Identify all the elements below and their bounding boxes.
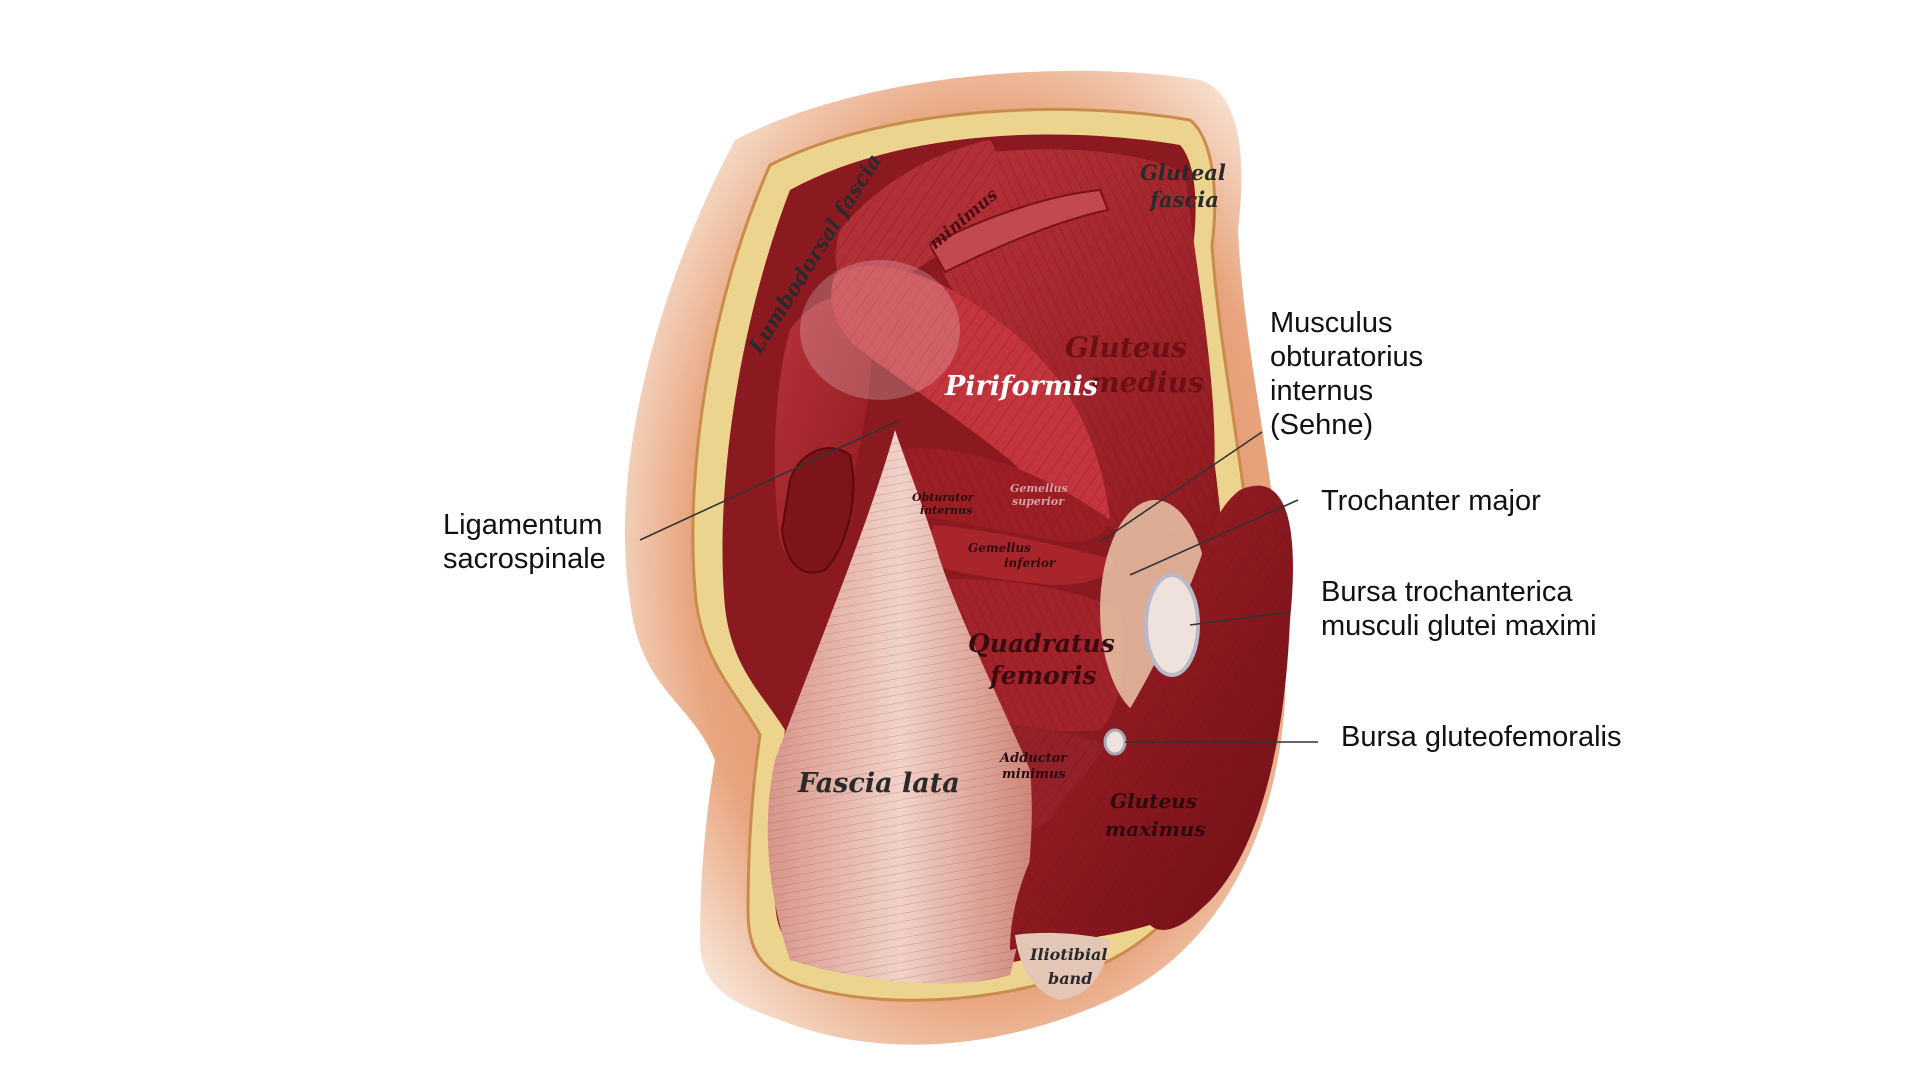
leader-line-obturatorius [1099, 431, 1263, 543]
ligament-stump [780, 447, 855, 574]
label-gluteal-fascia-2: fascia [1148, 187, 1219, 212]
label-adductor-minimus-1: Adductor [998, 751, 1068, 766]
label-quadratus-femoris-1: Quadratus [968, 629, 1115, 658]
label-iliotibial-band-2: band [1048, 969, 1092, 988]
label-fascia-lata: Fascia lata [797, 768, 960, 799]
callout-bursa-trochanterica: Bursa trochanterica musculi glutei maxim… [1321, 576, 1597, 642]
bursa-gluteofemoralis-shape [1103, 728, 1127, 756]
label-gluteal-fascia-1: Gluteal [1140, 160, 1226, 185]
callout-bursa-gluteofemoralis: Bursa gluteofemoralis [1341, 721, 1622, 753]
iliotibial-band [1015, 932, 1110, 1000]
label-quadratus-femoris-2: femoris [988, 661, 1097, 690]
label-gluteus-medius-2: medius [1090, 366, 1204, 399]
label-gemellus-inferior-1: Gemellus [968, 541, 1031, 555]
label-obturator-internus-2: internus [920, 504, 972, 517]
label-gemellus-inferior-2: inferior [1004, 556, 1057, 570]
leader-line-bursa-trochanterica [1189, 611, 1291, 626]
bursa-trochanterica-shape [1144, 573, 1200, 677]
label-piriformis: Piriformis [944, 371, 1098, 402]
leader-line-sacrospinale [639, 419, 901, 541]
gemellus-inferior-muscle [927, 525, 1115, 585]
label-gemellus-superior-2: superior [1012, 495, 1065, 508]
label-gluteus-maximus-2: maximus [1105, 817, 1206, 841]
callout-obturatorius-internus: Musculus obturatorius internus (Sehne) [1270, 307, 1424, 441]
label-gluteus-medius-1: Gluteus [1065, 331, 1187, 364]
leader-line-trochanter [1129, 499, 1299, 576]
callout-trochanter-major: Trochanter major [1321, 485, 1541, 517]
label-adductor-minimus-2: minimus [1002, 767, 1066, 782]
upper-tendon-band [928, 188, 1110, 274]
label-iliotibial-band-1: Iliotibial [1029, 945, 1108, 964]
label-obturator-internus-1: Obturator [912, 491, 975, 504]
label-gluteus-maximus-1: Gluteus [1110, 789, 1197, 813]
label-gemellus-superior-1: Gemellus [1010, 482, 1068, 495]
callout-ligamentum-sacrospinale: Ligamentum sacrospinale [443, 509, 606, 575]
